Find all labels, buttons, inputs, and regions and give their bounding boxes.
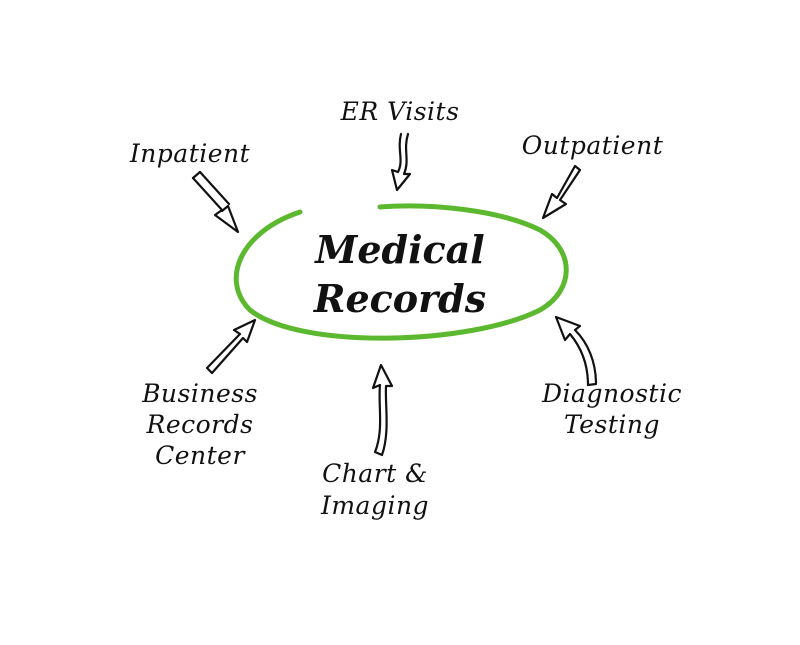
arrow-inpatient — [191, 170, 240, 234]
center-title-line2: Records — [313, 276, 487, 321]
node-diagnostic-line2: Testing — [563, 410, 660, 439]
arrow-er-visits — [390, 132, 412, 192]
arrow-outpatient — [541, 164, 582, 220]
node-chart-line1: Chart & — [322, 459, 428, 488]
arrow-business — [205, 318, 257, 375]
node-outpatient: Outpatient — [521, 131, 664, 160]
node-business-line1: Business — [142, 379, 258, 408]
center-ellipse — [233, 203, 569, 341]
node-business-line2: Records — [146, 410, 254, 439]
center-title-line1: Medical — [315, 227, 485, 272]
node-inpatient: Inpatient — [129, 139, 251, 168]
node-diagnostic-line1: Diagnostic — [542, 379, 682, 408]
node-er-visits: ER Visits — [340, 97, 460, 126]
arrow-chart — [371, 363, 394, 457]
arrow-diagnostic — [554, 315, 598, 387]
node-chart-line2: Imaging — [320, 491, 430, 520]
node-business-line3: Center — [155, 441, 245, 470]
